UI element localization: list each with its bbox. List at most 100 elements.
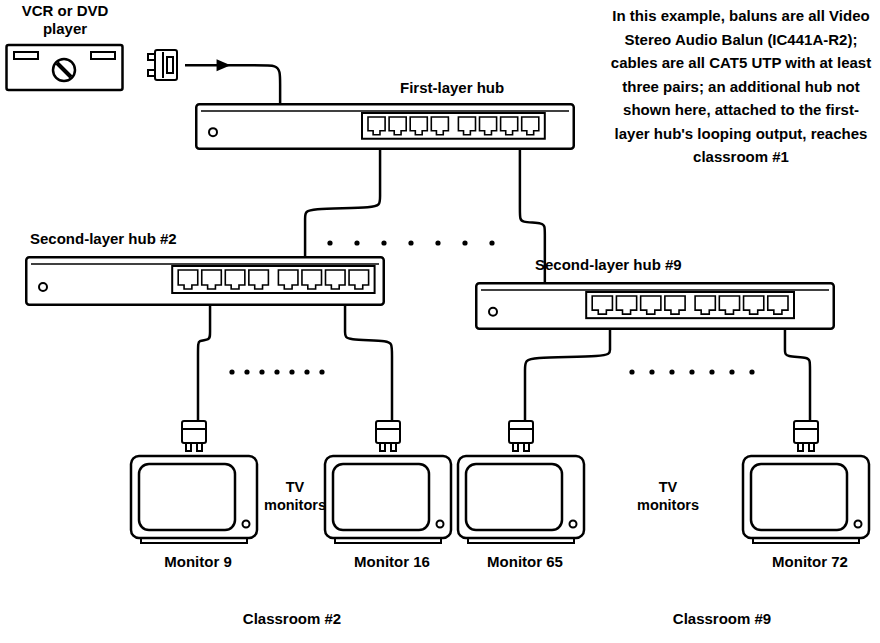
ellipsis-dot xyxy=(489,240,494,245)
ellipsis-dot xyxy=(749,369,754,374)
arrowhead xyxy=(217,59,231,71)
device-label: VCR or DVD player xyxy=(5,2,125,38)
rj45-port xyxy=(349,270,369,289)
ellipsis-dot xyxy=(229,369,234,374)
port-panel xyxy=(586,292,794,318)
mon-drawing xyxy=(741,420,871,550)
rj45-port xyxy=(592,296,612,314)
rj45-port xyxy=(501,117,518,135)
rj45-port xyxy=(719,296,739,314)
group-label: Classroom #9 xyxy=(642,610,802,628)
rj45-port xyxy=(480,117,497,135)
balun xyxy=(794,421,818,451)
rj45-port xyxy=(641,296,661,314)
group-label: TV monitors xyxy=(262,478,328,514)
vcr-body xyxy=(7,45,123,90)
monitor-box: Monitor 16 xyxy=(323,420,461,572)
tv-monitor xyxy=(325,456,451,543)
dial-knob xyxy=(53,59,75,81)
rj45-port xyxy=(522,117,539,135)
balun xyxy=(148,50,177,80)
balun xyxy=(182,421,206,451)
ellipsis-dot xyxy=(304,369,309,374)
rj45-port xyxy=(368,117,385,135)
cat5-cable xyxy=(785,330,810,420)
ellipsis-dot xyxy=(689,369,694,374)
ellipsis-dot xyxy=(289,369,294,374)
tv-monitor xyxy=(743,456,869,543)
ellipsis-dot xyxy=(408,240,413,245)
ellipsis-dot xyxy=(649,369,654,374)
ellipsis-dot xyxy=(709,369,714,374)
monitor-label: Monitor 65 xyxy=(456,553,594,571)
rj45-port xyxy=(744,296,764,314)
tv-monitor xyxy=(131,456,257,543)
hub-top-edge xyxy=(201,110,569,112)
rj45-port xyxy=(665,296,685,314)
rj45-port xyxy=(225,270,245,289)
monitor-box: Monitor 65 xyxy=(456,420,594,572)
rj45-port xyxy=(410,117,427,135)
cat5-cable xyxy=(525,330,610,420)
port-panel xyxy=(172,266,374,293)
monitor-label: Monitor 16 xyxy=(323,553,461,571)
monitor-box: Monitor 9 xyxy=(129,420,267,572)
device-label: Second-layer hub #9 xyxy=(535,256,682,274)
power-led xyxy=(209,128,217,136)
ellipsis-dot xyxy=(354,240,359,245)
ellipsis-dot xyxy=(259,369,264,374)
power-led xyxy=(39,283,47,291)
hub-drawing xyxy=(475,282,835,330)
balun xyxy=(509,421,533,451)
hub-body xyxy=(476,283,834,329)
ellipsis-dot xyxy=(319,369,324,374)
mon-drawing xyxy=(456,420,586,550)
rj45-port xyxy=(768,296,788,314)
tape-slot xyxy=(14,52,38,59)
hub-top-edge xyxy=(31,263,379,265)
device-label: Second-layer hub #2 xyxy=(30,230,177,248)
cat5-cable xyxy=(198,306,210,420)
rj45-port xyxy=(695,296,715,314)
tape-slot xyxy=(91,52,115,59)
rj45-port xyxy=(389,117,406,135)
rj45-port xyxy=(616,296,636,314)
group-label: Classroom #2 xyxy=(212,610,372,628)
port-panel xyxy=(362,113,545,139)
rj45-port xyxy=(178,270,198,289)
mon-drawing xyxy=(129,420,259,550)
rj45-port xyxy=(278,270,298,289)
player-box: VCR or DVD player xyxy=(5,0,185,92)
power-led xyxy=(489,308,497,316)
ellipsis-dot xyxy=(669,369,674,374)
note-text: In this example, baluns are all Video St… xyxy=(606,4,876,169)
monitor-label: Monitor 9 xyxy=(129,553,267,571)
rj45-port xyxy=(302,270,322,289)
hub-box: First-layer hub xyxy=(195,103,575,150)
ellipsis-dot xyxy=(629,369,634,374)
hub-body xyxy=(26,257,384,305)
device-label: First-layer hub xyxy=(400,79,504,97)
ellipsis-dot xyxy=(435,240,440,245)
hub-body xyxy=(196,104,574,149)
monitor-label: Monitor 72 xyxy=(741,553,879,571)
dial-slash xyxy=(57,63,71,77)
rj45-port xyxy=(431,117,448,135)
hub-box: Second-layer hub #9 xyxy=(475,282,835,330)
ellipsis-dot xyxy=(274,369,279,374)
balun xyxy=(376,421,400,451)
hub-top-edge xyxy=(481,289,829,291)
hub-box: Second-layer hub #2 xyxy=(25,256,385,306)
ellipsis-dot xyxy=(381,240,386,245)
cat5-cable xyxy=(345,306,392,420)
rj45-port xyxy=(458,117,475,135)
ellipsis-dot xyxy=(327,240,332,245)
group-label: TV monitors xyxy=(635,478,701,514)
rj45-port xyxy=(202,270,222,289)
hub-drawing xyxy=(25,256,385,306)
cat5-cable xyxy=(305,150,380,256)
ellipsis-dot xyxy=(244,369,249,374)
rj45-port xyxy=(249,270,269,289)
monitor-box: Monitor 72 xyxy=(741,420,879,572)
ellipsis-dot xyxy=(462,240,467,245)
